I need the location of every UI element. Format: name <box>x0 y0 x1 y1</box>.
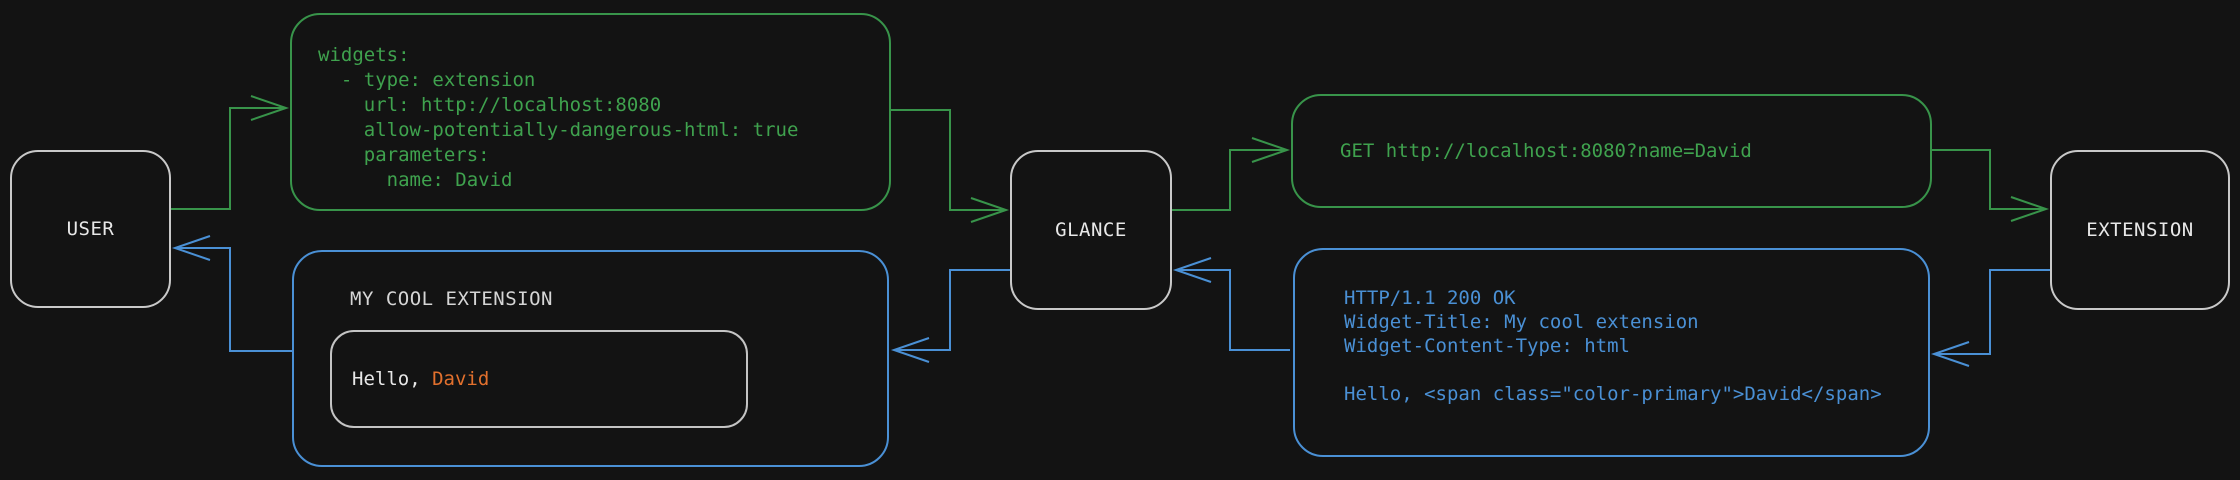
arrowhead-request-to-extension <box>2010 196 2050 222</box>
node-extension: EXTENSION <box>2050 150 2230 310</box>
arrowhead-glance-to-request <box>1251 137 1291 163</box>
http-response-code: HTTP/1.1 200 OK Widget-Title: My cool ex… <box>1344 287 1882 405</box>
arrow-glance-to-widget <box>897 269 1010 351</box>
arrowhead-user-to-config <box>250 95 290 121</box>
arrowhead-extension-to-response <box>1930 341 1970 367</box>
arrow-widget-to-user <box>178 247 292 352</box>
arrow-extension-to-response <box>1937 269 2050 355</box>
arrow-config-to-glance <box>891 109 1003 211</box>
http-response-box: HTTP/1.1 200 OK Widget-Title: My cool ex… <box>1293 248 1930 457</box>
arrow-user-to-config <box>171 107 283 210</box>
arrow-glance-to-request <box>1172 149 1284 211</box>
node-user: USER <box>10 150 171 308</box>
arrow-request-to-extension <box>1932 149 2043 210</box>
rendered-widget-box: MY COOL EXTENSION Hello, David <box>292 250 889 467</box>
blue-response-flow <box>171 235 2050 367</box>
arrowhead-widget-to-user <box>171 235 211 261</box>
http-request-box: GET http://localhost:8080?name=David <box>1291 94 1932 208</box>
arrowhead-glance-to-widget <box>890 337 930 363</box>
node-glance-label: GLANCE <box>1055 219 1127 241</box>
greeting-text: Hello, David <box>352 368 489 390</box>
http-request-code: GET http://localhost:8080?name=David <box>1340 139 1752 162</box>
arrowhead-config-to-glance <box>970 197 1010 223</box>
node-user-label: USER <box>66 218 115 240</box>
widget-title: MY COOL EXTENSION <box>350 288 553 310</box>
greeting-prefix: Hello, <box>352 368 433 390</box>
node-glance: GLANCE <box>1010 150 1172 310</box>
greeting-name: David <box>432 368 490 390</box>
widget-content-frame: Hello, David <box>330 330 748 428</box>
yaml-config-box: widgets: - type: extension url: http://l… <box>290 13 891 211</box>
node-extension-label: EXTENSION <box>2086 219 2194 241</box>
arrow-response-to-glance <box>1179 269 1290 351</box>
green-request-flow <box>171 95 2050 223</box>
yaml-config-code: widgets: - type: extension url: http://l… <box>318 44 799 191</box>
arrowhead-response-to-glance <box>1172 257 1212 283</box>
